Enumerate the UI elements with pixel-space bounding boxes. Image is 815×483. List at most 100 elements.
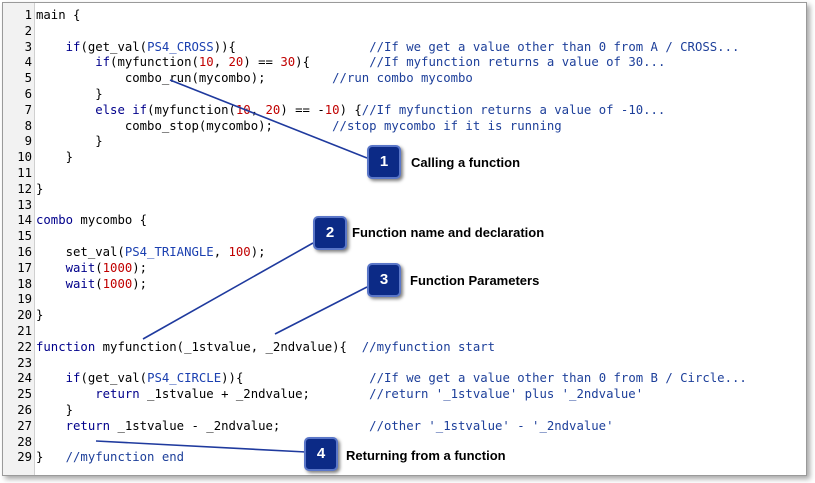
code-token: return	[65, 418, 111, 433]
code-token: );	[132, 276, 148, 291]
code-token: ){	[295, 55, 310, 70]
code-line: 17 wait(1000);	[3, 261, 806, 277]
code-text: }	[36, 150, 73, 166]
code-token: if	[65, 39, 81, 54]
code-token: set_val(	[36, 244, 125, 259]
code-token	[36, 103, 95, 117]
code-line: 19	[3, 292, 806, 308]
code-token: //If we get a value other than 0 from B …	[369, 371, 747, 386]
line-number: 2	[24, 23, 32, 38]
code-token: combo_stop(mycombo);	[36, 118, 273, 133]
code-token: 30	[280, 55, 296, 70]
code-token: );	[250, 244, 266, 259]
code-token: 10	[198, 55, 214, 70]
code-token: 10	[324, 102, 340, 117]
code-line: 5 combo_run(mycombo); //run combo mycomb…	[3, 71, 806, 87]
code-token: main {	[36, 8, 81, 22]
code-text: } //myfunction end	[36, 450, 184, 466]
code-token: wait	[65, 260, 96, 275]
code-line: 21	[3, 324, 806, 340]
code-token: (get_val(	[80, 371, 148, 386]
code-text: }	[36, 308, 43, 324]
callout-label-3: Function Parameters	[410, 273, 540, 288]
code-token: //If myfunction returns a value of -10..…	[361, 102, 666, 117]
code-token: }	[36, 450, 66, 465]
line-number: 14	[17, 213, 32, 228]
code-token: 10	[235, 102, 251, 117]
code-token: //myfunction start	[361, 339, 496, 354]
code-token	[36, 55, 95, 69]
code-line: 28	[3, 435, 806, 451]
code-token: ))	[213, 39, 229, 54]
code-token: wait	[65, 276, 96, 291]
code-editor: 1 main { 2 3 if(get_val(PS4_CROSS)){ //If w…	[2, 2, 807, 476]
code-token: }	[36, 150, 74, 165]
line-number: 10	[17, 150, 32, 165]
code-token: );	[132, 260, 148, 275]
code-line: 3 if(get_val(PS4_CROSS)){ //If we get a …	[3, 40, 806, 56]
code-line: 4 if(myfunction(10, 20) == 30){ //If myf…	[3, 55, 806, 71]
line-number: 15	[17, 229, 32, 244]
line-number: 13	[17, 197, 32, 212]
line-number: 8	[24, 118, 32, 133]
code-token: myfunction(_1stvalue, _2ndvalue){	[95, 339, 347, 354]
code-token: }	[36, 181, 44, 196]
code-token: PS4_TRIANGLE	[124, 244, 214, 259]
code-token: //myfunction end	[65, 450, 185, 465]
code-token: 1000	[102, 276, 133, 291]
line-number: 19	[17, 292, 32, 307]
code-token: 20	[228, 55, 244, 70]
code-token	[310, 387, 369, 401]
code-token	[36, 261, 66, 275]
code-token	[36, 371, 66, 385]
code-line: 6 }	[3, 87, 806, 103]
code-token	[36, 40, 66, 54]
code-token	[36, 419, 66, 433]
code-token	[243, 371, 369, 385]
code-line: 15	[3, 229, 806, 245]
code-token: 20	[265, 102, 281, 117]
line-number: 9	[24, 134, 32, 149]
callout-label-4: Returning from a function	[346, 448, 506, 463]
code-line: 13	[3, 198, 806, 214]
code-token: (myfunction(	[110, 55, 199, 70]
code-token: 100	[228, 244, 251, 259]
code-token: }	[36, 308, 44, 323]
code-line: 18 wait(1000);	[3, 277, 806, 293]
line-number: 4	[24, 55, 32, 70]
code-line: 26 }	[3, 403, 806, 419]
callout-label-1: Calling a function	[411, 155, 521, 170]
callout-badge-4: 4	[304, 437, 338, 471]
line-number: 5	[24, 71, 32, 86]
code-token: ) == -	[280, 102, 325, 117]
code-token: function	[36, 339, 96, 354]
code-token: }	[36, 402, 74, 417]
code-text: wait(1000);	[36, 261, 147, 277]
callout-badge-1: 1	[367, 145, 401, 179]
code-text: }	[36, 182, 43, 198]
code-line: 22 function myfunction(_1stvalue, _2ndval…	[3, 340, 806, 356]
code-token: (	[95, 260, 103, 275]
code-text: else if(myfunction(10, 20) == -10) {//If…	[36, 103, 665, 119]
line-number: 20	[17, 308, 32, 323]
code-text: main {	[36, 8, 80, 24]
line-number: 22	[17, 339, 32, 354]
callout-badge-3: 3	[367, 263, 401, 297]
line-number: 12	[17, 181, 32, 196]
code-line: 11	[3, 166, 806, 182]
code-token: //return '_1stvalue' plus '_2ndvalue'	[369, 387, 644, 402]
code-text: wait(1000);	[36, 277, 147, 293]
code-text: if(get_val(PS4_CIRCLE)){ //If we get a v…	[36, 371, 747, 387]
code-text: return _1stvalue + _2ndvalue; //return '…	[36, 387, 643, 403]
code-token: (myfunction(	[147, 102, 236, 117]
line-number: 11	[17, 165, 32, 180]
code-token: if	[65, 371, 81, 386]
code-token: ) ==	[243, 55, 281, 70]
code-token: (get_val(	[80, 39, 148, 54]
code-token: }	[36, 86, 103, 101]
code-token: //run combo mycombo	[332, 71, 473, 86]
code-line: 25 return _1stvalue + _2ndvalue; //retur…	[3, 387, 806, 403]
code-token: combo	[36, 213, 74, 228]
line-number: 21	[17, 323, 32, 338]
code-token: 1000	[102, 260, 133, 275]
